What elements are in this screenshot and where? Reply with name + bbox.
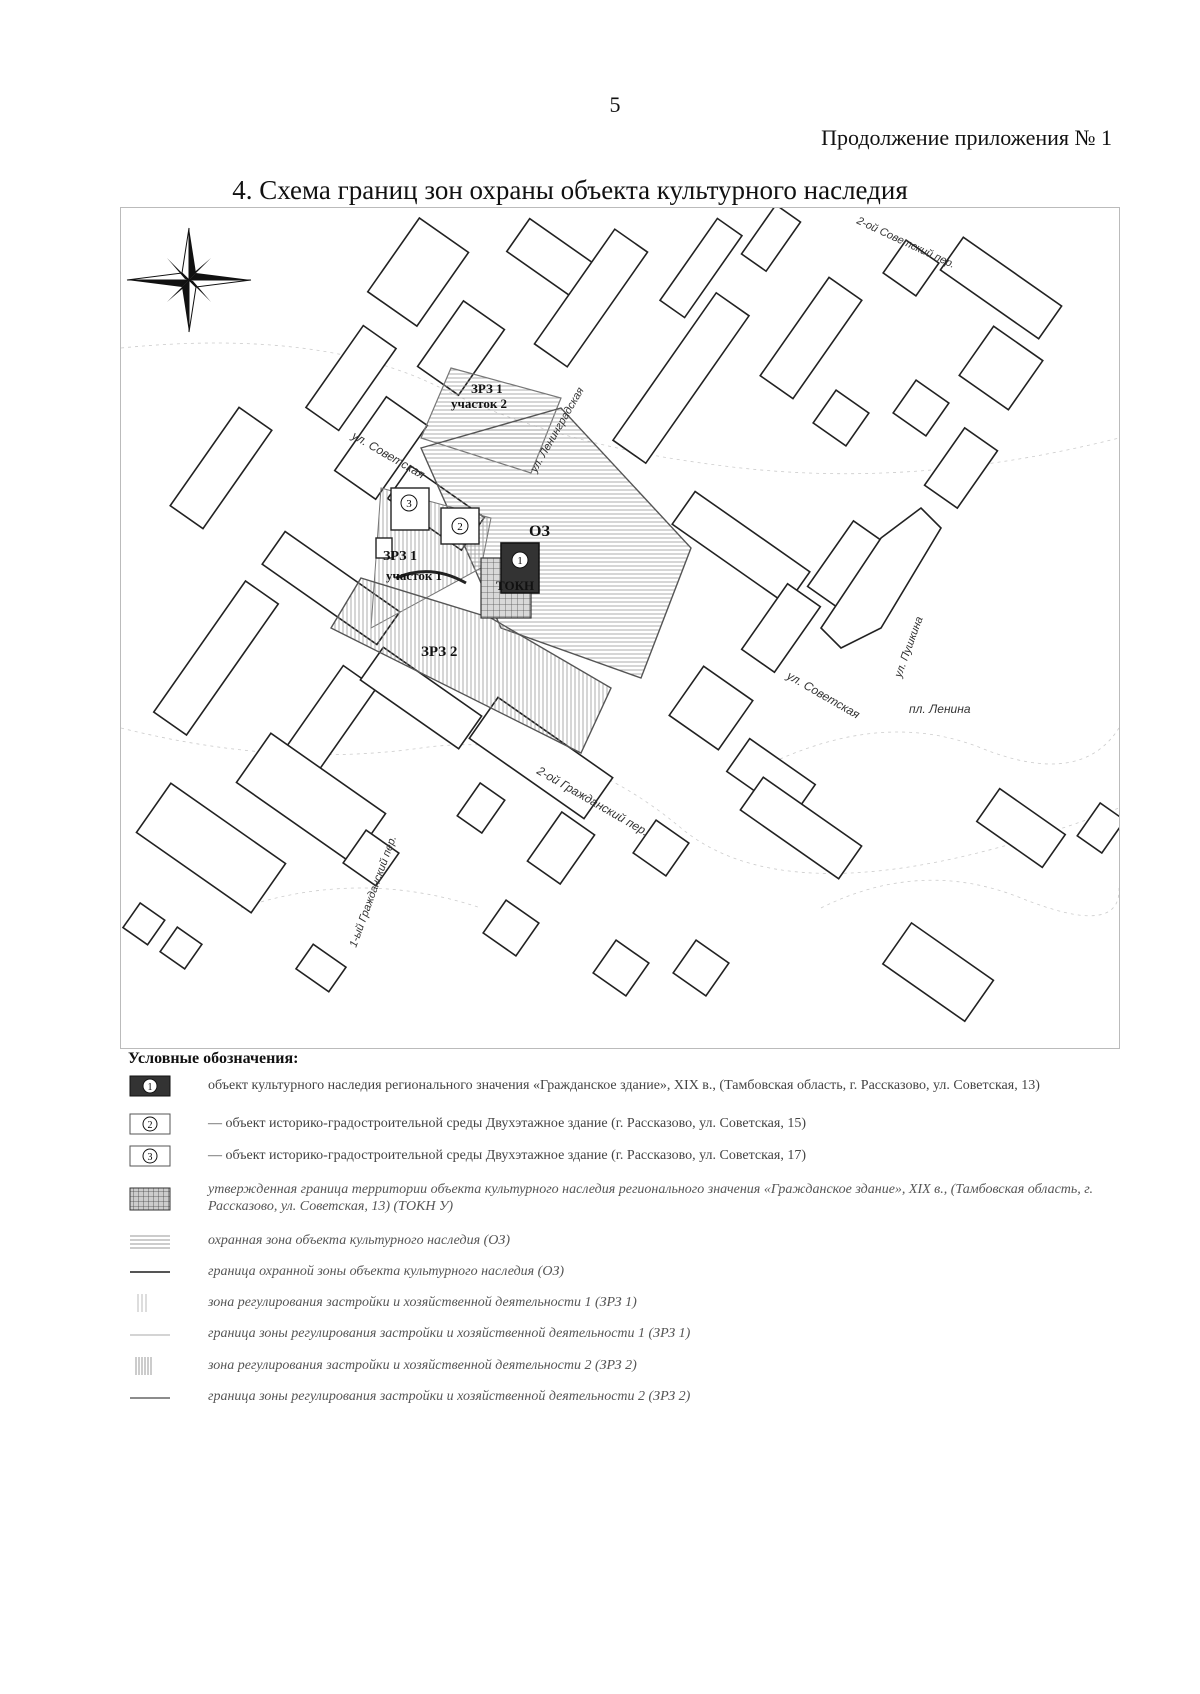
legend-text-object-3: — объект историко-градостроительной сред… [208,1147,806,1163]
label-zrz1-1a: ЗРЗ 1 [383,549,417,564]
street-pushkina: ул. Пушкина [892,615,925,680]
marker-1: 1 [517,555,523,567]
legend-text-object-2: — объект историко-градостроительной сред… [208,1115,806,1131]
zone-labels: ЗРЗ 1 участок 2 ЗРЗ 1 участок 1 ЗРЗ 2 ОЗ… [383,381,550,660]
legend-symbol-1: 1 [148,1082,153,1093]
building-l-shape [819,506,943,649]
page-number: 5 [609,92,621,117]
map-frame[interactable]: 1 2 3 ЗРЗ 1 участок 2 ЗРЗ 1 участок 1 ЗР… [120,207,1120,1049]
zrz2-zone [330,577,612,754]
thin-line-icon [130,1334,170,1336]
protection-zones [330,367,692,754]
street-lenina-square: пл. Ленина [909,702,971,716]
object-markers: 1 2 3 [400,494,529,569]
legend-text-zrz2-border: граница зоны регулирования застройки и х… [208,1389,691,1405]
buildings [121,208,1119,1023]
legend-item-zrz1-border: граница зоны регулирования застройки и х… [128,1326,1108,1343]
legend-title: Условные обозначения: [128,1050,299,1067]
map-title: 4. Схема границ зон охраны объекта культ… [232,175,908,205]
legend-symbol-3: 3 [148,1152,153,1163]
marker-2: 2 [457,521,463,533]
label-zrz1-2a: ЗРЗ 1 [471,381,503,396]
label-zrz1-1b: участок 1 [386,568,442,583]
label-zrz2: ЗРЗ 2 [421,644,457,660]
solid-line-icon [130,1270,170,1273]
vertical-hatch-light-icon [137,1294,147,1313]
label-zrz1-2b: участок 2 [451,396,507,411]
appendix-continuation: Продолжение приложения № 1 [821,125,1112,150]
legend-item-object-3: 3 — объект историко-градостроительной ср… [128,1144,1108,1168]
label-tokn: ТОКН [496,578,534,593]
legend-item-zrz1-zone: зона регулирования застройки и хозяйстве… [128,1292,1108,1314]
legend-text-heritage-object: объект культурного наследия региональног… [208,1077,1040,1093]
legend-text-zrz1-border: граница зоны регулирования застройки и х… [208,1326,691,1342]
north-arrow-icon [126,227,252,333]
legend-text-oz-border: граница охранной зоны объекта культурног… [208,1263,565,1279]
map-legend: Условные обозначения: 1 объект культурно… [128,1050,1108,1408]
marker-3: 3 [406,498,412,510]
legend-text-zrz2-zone: зона регулирования застройки и хозяйстве… [208,1357,637,1373]
legend-item-tokn: утвержденная граница территории объекта … [128,1182,1108,1216]
legend-text-tokn: утвержденная граница территории объекта … [208,1182,1094,1214]
horizontal-hatch-icon [130,1235,170,1249]
map-canvas[interactable]: 1 2 3 ЗРЗ 1 участок 2 ЗРЗ 1 участок 1 ЗР… [121,208,1119,1048]
legend-symbol-2: 2 [148,1120,153,1131]
legend-text-oz-zone: охранная зона объекта культурного наслед… [208,1233,510,1249]
street-sovetskaya-2: ул. Советская [784,668,863,722]
legend-item-oz-border: граница охранной зоны объекта культурног… [128,1264,1108,1281]
legend-item-zrz2-border: граница зоны регулирования застройки и х… [128,1389,1108,1406]
vertical-hatch-icon [135,1357,152,1376]
legend-item-zrz2-zone: зона регулирования застройки и хозяйстве… [128,1355,1108,1377]
legend-item-oz-zone: охранная зона объекта культурного наслед… [128,1232,1108,1252]
legend-item-object-2: 2 — объект историко-градостроительной ср… [128,1112,1108,1136]
grid-swatch-icon [129,1187,171,1211]
medium-line-icon [130,1396,170,1399]
legend-item-heritage-object: 1 объект культурного наследия региональн… [128,1074,1108,1098]
legend-text-zrz1-zone: зона регулирования застройки и хозяйстве… [208,1294,637,1310]
label-oz: ОЗ [529,523,550,540]
